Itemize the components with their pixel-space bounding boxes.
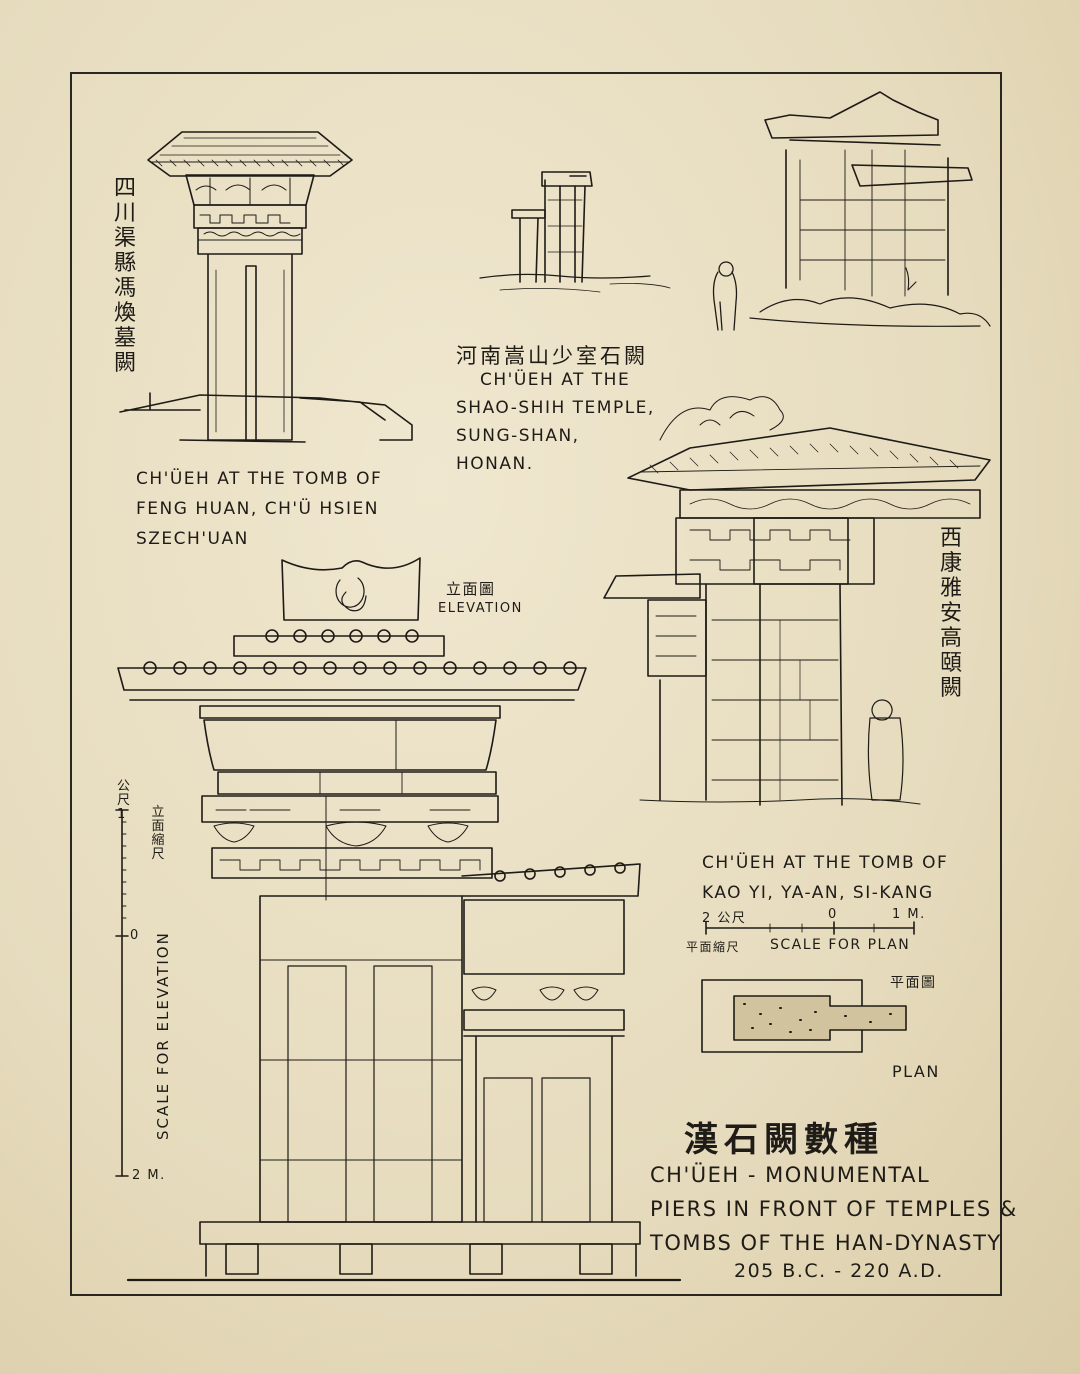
sheet-title-en: CH'ÜEH - MONUMENTAL PIERS IN FRONT OF TE…	[650, 1158, 1018, 1260]
shao-shih-caption-line3: SUNG-SHAN,	[456, 426, 580, 446]
plan-scale-left-label: 2 公尺	[702, 911, 747, 926]
feng-huan-caption: CH'ÜEH AT THE TOMB OF FENG HUAN, CH'Ü HS…	[136, 464, 382, 554]
elevation-drawing	[117, 557, 682, 1282]
sheet-title-line1: CH'ÜEH - MONUMENTAL	[650, 1163, 931, 1187]
sheet-title-line2: PIERS IN FRONT OF TEMPLES &	[650, 1197, 1018, 1221]
shao-shih-caption-line2: SHAO-SHIH TEMPLE,	[456, 398, 655, 418]
elevation-cjk-label: 立面圖	[446, 580, 496, 598]
shao-shih-drawing	[479, 171, 671, 293]
ruin-sketch-drawing	[712, 91, 991, 331]
elevation-scale-bar	[115, 809, 129, 1177]
plan-scale-label: SCALE FOR PLAN	[770, 937, 911, 953]
shao-shih-caption-line4: HONAN.	[456, 454, 534, 474]
elevation-scale-mid-label: 0	[130, 928, 140, 943]
feng-huan-caption-line2: FENG HUAN, CH'Ü HSIEN	[136, 499, 379, 519]
kao-yi-caption-line2: KAO YI, YA-AN, SI-KANG	[702, 883, 934, 903]
sheet-dates: 205 B.C. - 220 A.D.	[734, 1260, 944, 1282]
plan-scale-bar	[705, 921, 915, 935]
elevation-scale-label: SCALE FOR ELEVATION	[154, 931, 172, 1140]
sheet-title-cjk: 漢石闕數種	[684, 1120, 884, 1160]
shao-shih-caption: CH'ÜEH AT THE SHAO-SHIH TEMPLE, SUNG-SHA…	[456, 366, 655, 478]
elevation-scale-cjk-label: 立面縮尺	[151, 805, 165, 862]
plan-label: PLAN	[892, 1062, 940, 1081]
shao-shih-caption-line1: CH'ÜEH AT THE	[480, 370, 631, 390]
plan-scale-right-label: 1 M.	[892, 907, 926, 922]
elevation-label: ELEVATION	[438, 601, 523, 616]
sheet-title-line3: TOMBS OF THE HAN-DYNASTY	[650, 1231, 1002, 1255]
plan-cjk-label: 平面圖	[890, 975, 937, 991]
elevation-scale-bottom-label: 2 M.	[132, 1168, 166, 1183]
feng-huan-cjk-label: 四川渠縣馮煥墓闕	[113, 176, 136, 376]
plan-scale-mid-label: 0	[828, 907, 838, 922]
plan-scale-cjk-label: 平面縮尺	[686, 940, 741, 954]
kao-yi-pier-drawing	[603, 396, 991, 806]
kao-yi-caption: CH'ÜEH AT THE TOMB OF KAO YI, YA-AN, SI-…	[702, 848, 948, 908]
kao-yi-cjk-label: 西康雅安高頤闕	[939, 526, 962, 701]
feng-huan-caption-line1: CH'ÜEH AT THE TOMB OF	[136, 469, 383, 489]
elevation-scale-top-label: 公尺 1	[117, 779, 132, 822]
plan-drawing	[701, 979, 907, 1053]
kao-yi-caption-line1: CH'ÜEH AT THE TOMB OF	[702, 853, 949, 873]
feng-huan-caption-line3: SZECH'UAN	[136, 529, 249, 549]
border-frame	[70, 72, 1002, 1296]
feng-huan-pier-drawing	[119, 131, 413, 443]
shao-shih-cjk-label: 河南嵩山少室石闕	[456, 344, 648, 368]
